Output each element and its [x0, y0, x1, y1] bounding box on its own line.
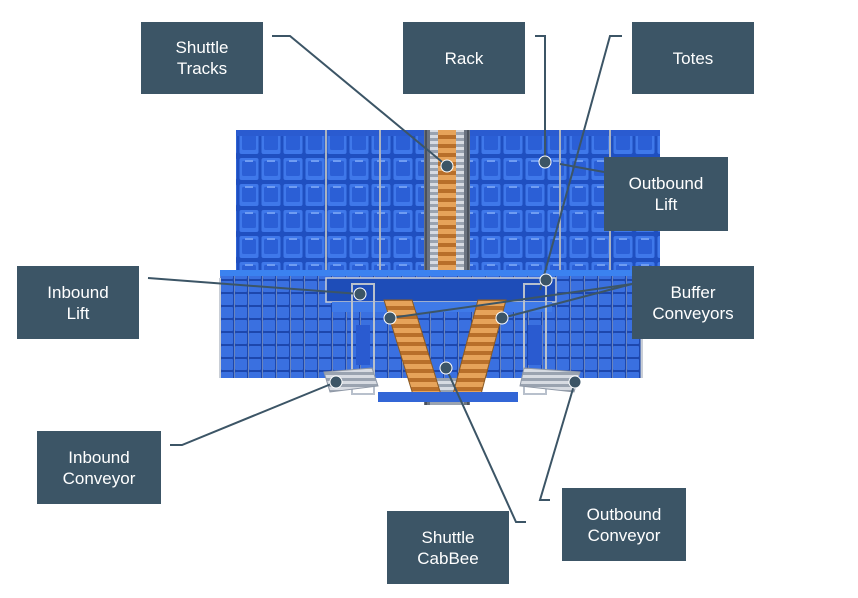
- leader-totes: [539, 35, 622, 291]
- label-line: Totes: [672, 48, 714, 68]
- label-line: Outbound: [628, 174, 704, 193]
- leader-rack: [535, 35, 546, 160]
- outbound-conveyor-structure: [519, 367, 581, 393]
- label-line: Conveyor: [62, 468, 136, 488]
- leader-inbound-conveyor: [170, 381, 337, 446]
- leader-buffer-conveyors-right: [501, 283, 633, 319]
- label-line: Shuttle: [175, 38, 229, 57]
- label-outbound-conveyor: Outbound Conveyor: [562, 488, 686, 561]
- label-line: CabBee: [417, 548, 479, 568]
- lower-rack: [219, 270, 643, 378]
- label-line: Shuttle: [421, 527, 475, 547]
- pointer-dots: [329, 155, 582, 389]
- label-shuttle-cabbee: Shuttle CabBee: [387, 511, 509, 584]
- leader-shuttle-tracks: [272, 35, 448, 167]
- leader-inbound-lift: [147, 277, 361, 295]
- dot-inbound-lift: [353, 287, 367, 301]
- dot-rack: [538, 155, 552, 169]
- label-line: Buffer: [670, 282, 716, 302]
- dot-shuttle-tracks: [440, 159, 454, 173]
- dot-buffer-right: [495, 311, 509, 325]
- label-line: Conveyors: [652, 303, 734, 323]
- label-line: Lift: [654, 195, 678, 214]
- dot-buffer-left: [383, 311, 397, 325]
- label-shuttle-tracks: Shuttle Tracks: [141, 22, 263, 94]
- label-outbound-lift: Outbound Lift: [604, 157, 728, 231]
- leader-outbound-lift: [559, 163, 605, 173]
- label-line: Rack: [444, 48, 484, 68]
- label-rack: Rack: [403, 22, 525, 94]
- label-totes: Totes: [632, 22, 754, 94]
- label-line: Outbound: [586, 504, 662, 524]
- leader-lines: [147, 35, 633, 523]
- label-line: Conveyor: [587, 525, 661, 545]
- dot-inbound-conveyor: [329, 375, 343, 389]
- leader-shuttle-cabbee: [445, 367, 526, 523]
- dot-shuttle-cabbee: [439, 361, 453, 375]
- label-line: Inbound: [47, 282, 109, 302]
- label-line: Inbound: [68, 447, 130, 467]
- label-buffer-conveyors: Buffer Conveyors: [632, 266, 754, 339]
- dot-totes: [539, 273, 553, 287]
- label-line: Lift: [66, 303, 90, 323]
- leader-buffer-conveyors-left: [389, 283, 633, 319]
- label-inbound-lift: Inbound Lift: [17, 266, 139, 339]
- base-frame: [378, 392, 518, 402]
- label-line: Tracks: [176, 59, 228, 78]
- dot-outbound-conveyor: [568, 375, 582, 389]
- label-inbound-conveyor: Inbound Conveyor: [37, 431, 161, 504]
- leader-outbound-conveyor: [538, 381, 576, 501]
- lift-structures: [351, 283, 547, 395]
